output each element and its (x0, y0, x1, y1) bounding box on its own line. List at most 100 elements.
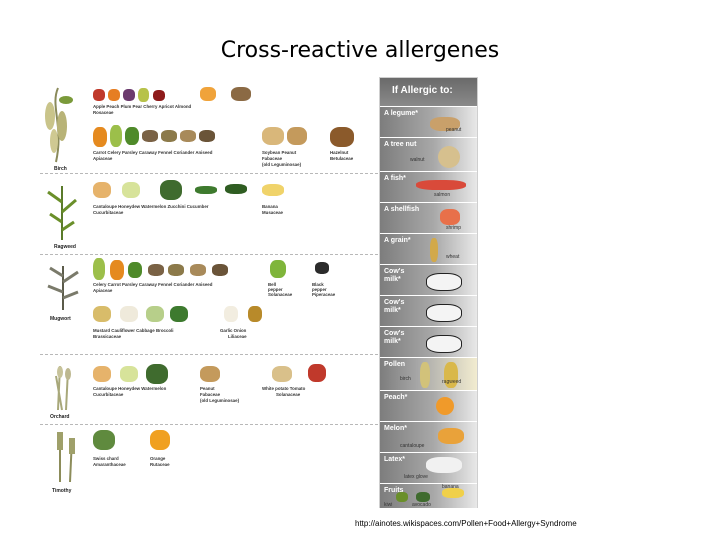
family-label: Solanaceae (268, 292, 293, 297)
ragweed-plant-image (47, 186, 77, 240)
fennel-image (161, 130, 177, 142)
peach-image (436, 397, 454, 415)
allergy-row: A fish* salmon (380, 171, 477, 202)
family-label: Apiaceae (93, 288, 113, 293)
allergy-row: A shellfish shrimp (380, 202, 477, 233)
allergy-sublabel: wheat (446, 254, 460, 260)
allergy-label: Melon* (384, 425, 407, 432)
hazelnut-image (330, 127, 354, 147)
shrimp-image (440, 209, 460, 225)
allergy-sublabel: avocado (412, 502, 431, 508)
pear-image (138, 88, 149, 102)
black-pepper-image (315, 262, 329, 274)
family-label: Cucurbitaceae (93, 210, 124, 215)
food-labels: White potato Tomato (262, 386, 306, 391)
cow-image (426, 304, 462, 322)
celery-image (93, 258, 105, 280)
allergy-label: A grain* (384, 237, 411, 244)
cantaloupe-image (93, 366, 111, 382)
allergy-row: Fruits kiwi avocado banana (380, 483, 477, 508)
latex-glove-image (426, 457, 462, 473)
fennel-image (168, 264, 184, 276)
allergy-sublabel: kiwi (384, 502, 393, 508)
family-label: Fabaceae (262, 156, 283, 161)
allergy-row: Peach* (380, 390, 477, 421)
family-label: Rutaceae (150, 462, 170, 467)
food-labels: Cantaloupe Honeydew Watermelon Zucchini … (93, 204, 209, 209)
banana-image (262, 184, 284, 196)
carrot-image (93, 127, 107, 147)
honeydew-image (120, 366, 138, 382)
cantaloupe-image (93, 182, 111, 198)
soybean-image (262, 127, 284, 145)
peach-image (108, 89, 120, 101)
allergy-row: Cow's milk* (380, 264, 477, 295)
cherry-image (153, 90, 165, 101)
tomato-image (308, 364, 326, 382)
timothy-grass-image (57, 432, 75, 483)
family-label: Musaceae (262, 210, 283, 215)
allergy-row: Melon* cantaloupe (380, 421, 477, 452)
allergy-row: Pollen birch ragweed (380, 357, 477, 390)
row-divider (40, 424, 378, 425)
banana-image (442, 488, 464, 498)
food-labels: Carrot Celery Parsley Caraway Fennel Cor… (93, 150, 213, 155)
plum-image (123, 89, 135, 101)
allergy-sublabel: banana (442, 484, 459, 490)
orange-image (150, 430, 170, 450)
plant-name-birch: Birch (54, 166, 67, 172)
birch-catkin-image (45, 87, 73, 163)
carrot-image (110, 260, 124, 280)
allergy-label: A tree nut (384, 141, 417, 148)
family-label: Amaranthaceae (93, 462, 126, 467)
food-labels: Celery Carrot Parsley Caraway Fennel Cor… (93, 282, 213, 287)
allergy-label: A shellfish (384, 206, 420, 213)
family-label: (old Leguminosae) (262, 162, 302, 167)
row-divider (40, 173, 378, 174)
allergy-sublabel: cantaloupe (400, 443, 425, 449)
allergy-row: Latex* latex glove (380, 452, 477, 483)
cabbage-image (146, 306, 164, 322)
wheat-image (430, 238, 438, 262)
mugwort-plant-image (47, 266, 79, 310)
cantaloupe-image (438, 428, 464, 444)
food-labels: Mustard Cauliflower Cabbage Broccoli (93, 328, 174, 333)
parsley-image (125, 127, 139, 145)
source-url: http://ainotes.wikispaces.com/Pollen+Foo… (355, 519, 577, 528)
potato-image (272, 366, 292, 382)
walnut-image (438, 146, 460, 168)
allergy-label: Cow's milk* (384, 268, 405, 283)
bell-pepper-image (270, 260, 286, 278)
allergy-sublabel: ragweed (442, 379, 462, 385)
watermelon-image (146, 364, 168, 384)
allergy-sublabel: salmon (434, 192, 451, 198)
allergy-sublabel: walnut (410, 157, 425, 163)
row-divider (40, 354, 378, 355)
family-label: Rosaceae (93, 110, 114, 115)
family-label: Liliaceae (228, 334, 247, 339)
family-label: Apiaceae (93, 156, 113, 161)
cauliflower-image (120, 306, 138, 322)
caraway-image (142, 130, 158, 142)
orchard-grass-image (55, 365, 71, 411)
cross-reactivity-chart: Birch Apple Peach Plum Pear Cherry Apric… (40, 84, 378, 498)
allergy-row: Cow's milk* (380, 326, 477, 357)
watermelon-image (160, 180, 182, 200)
ragweed-pollen-image (444, 362, 458, 388)
allergy-sublabel: peanut (446, 127, 462, 133)
garlic-image (224, 306, 238, 322)
allergy-label: Fruits (384, 487, 404, 494)
allergy-sublabel: latex glove (404, 474, 428, 480)
allergy-label: Latex* (384, 456, 406, 463)
plant-name-orchard: Orchard (50, 414, 70, 420)
allergy-label: Cow's milk* (384, 330, 405, 345)
zucchini-image (195, 186, 217, 194)
food-labels: Banana (262, 204, 278, 209)
food-labels: Bell (268, 282, 277, 287)
kiwi-image (396, 492, 408, 502)
allergy-label: A legume* (384, 110, 418, 117)
row-divider (40, 254, 378, 255)
coriander-image (180, 130, 196, 142)
if-allergic-panel: If Allergic to: A legume* peanut A tree … (379, 77, 478, 508)
food-labels: Hazelnut (330, 150, 349, 155)
